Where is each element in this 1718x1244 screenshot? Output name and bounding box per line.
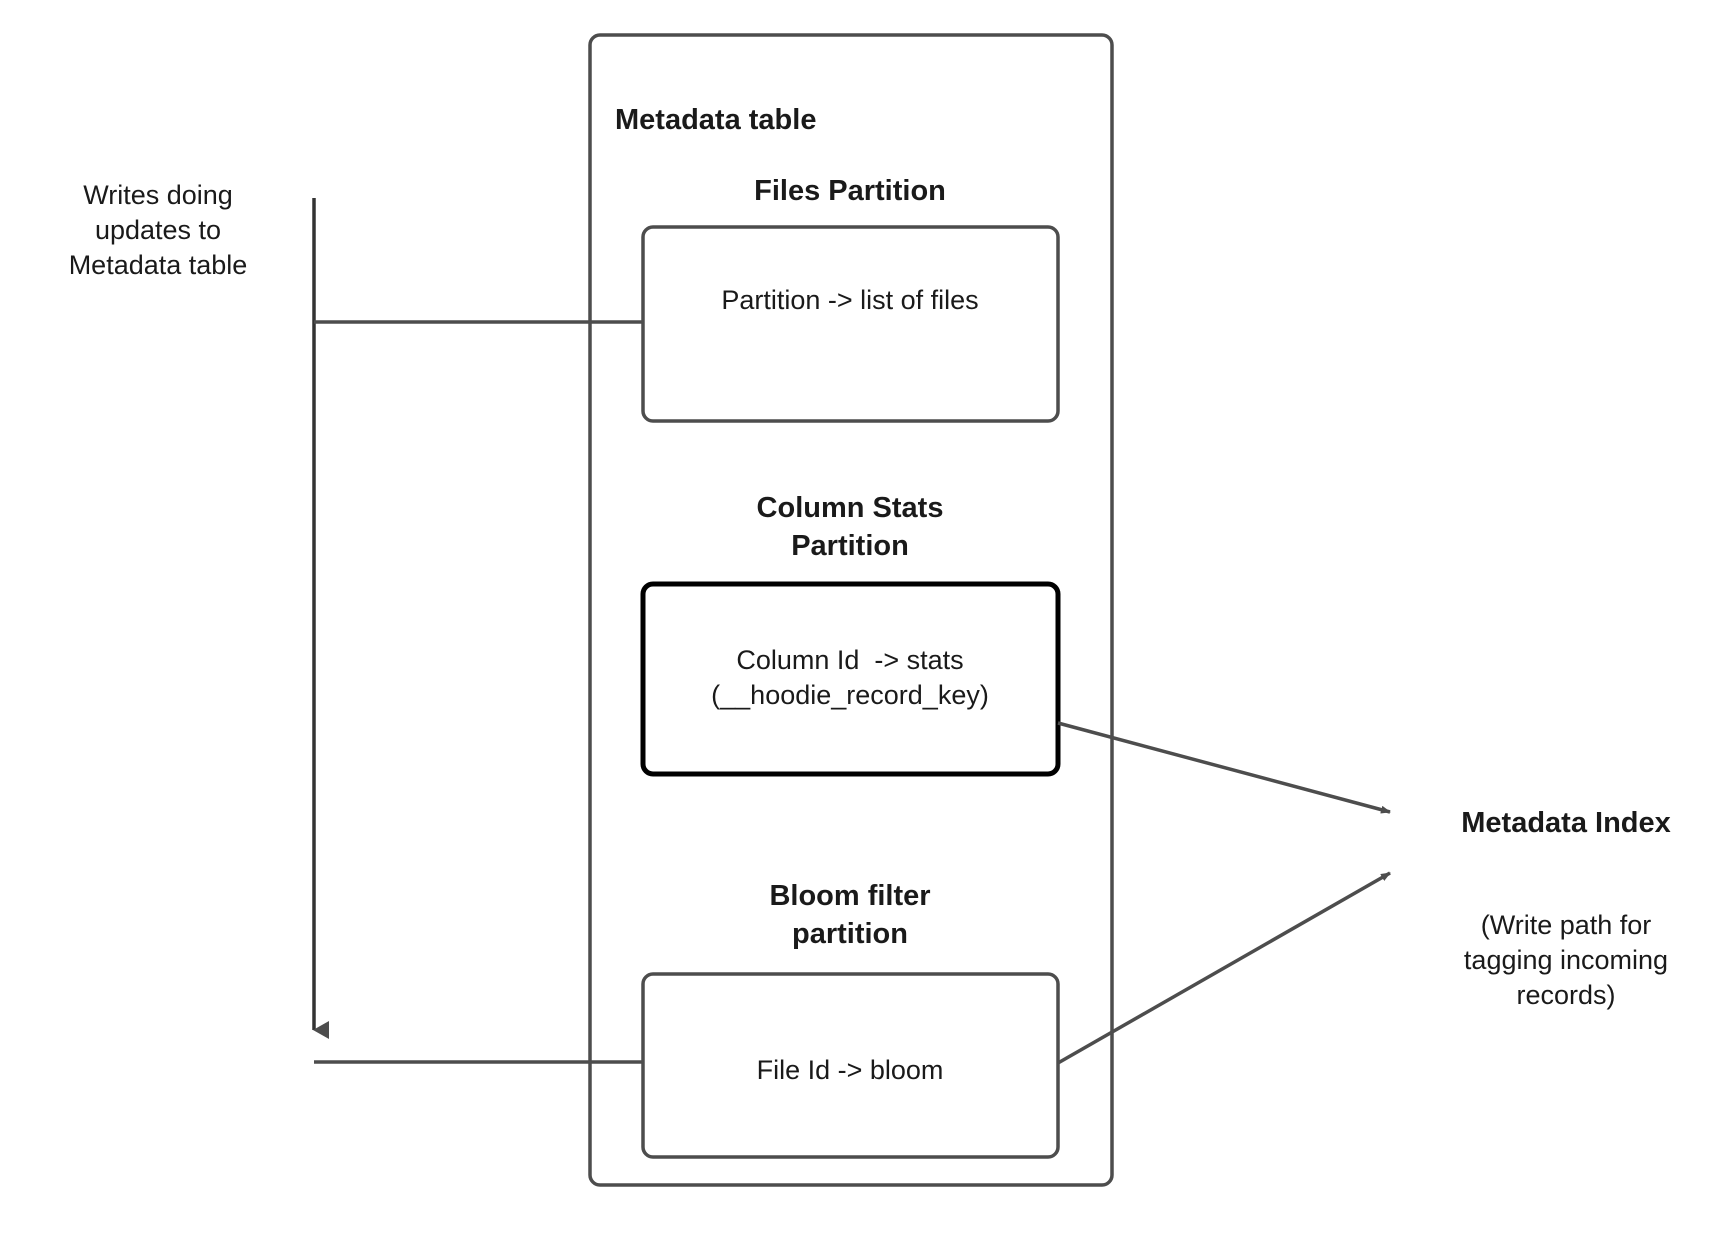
bloom-filter-partition-box-text: File Id -> bloom [756, 1055, 944, 1085]
writes-flow-label: Writes doing updates to Metadata table [68, 180, 248, 281]
column-stats-partition-box [640, 581, 1061, 777]
bloom-filter-partition-box [641, 972, 1060, 1159]
metadata-index-note: (Write path for tagging incoming records… [1463, 910, 1669, 1011]
column-stats-partition-box-text: Column Id -> stats (__hoodie_record_key) [711, 645, 989, 711]
column-stats-partition-title: Column Stats Partition [756, 492, 944, 562]
files-partition-title: Files Partition [754, 175, 946, 207]
bloom-filter-partition-title: Bloom filter partition [769, 880, 931, 950]
metadata-table-title: Metadata table [615, 104, 817, 136]
bloom-filter-to-index-arrow [1057, 871, 1391, 1065]
column-stats-to-index-arrow [1057, 721, 1391, 814]
files-partition-box [641, 225, 1060, 423]
metadata-table-outer-box [588, 33, 1114, 1187]
metadata-index-title: Metadata Index [1461, 807, 1671, 839]
files-partition-box-text: Partition -> list of files [721, 285, 979, 315]
